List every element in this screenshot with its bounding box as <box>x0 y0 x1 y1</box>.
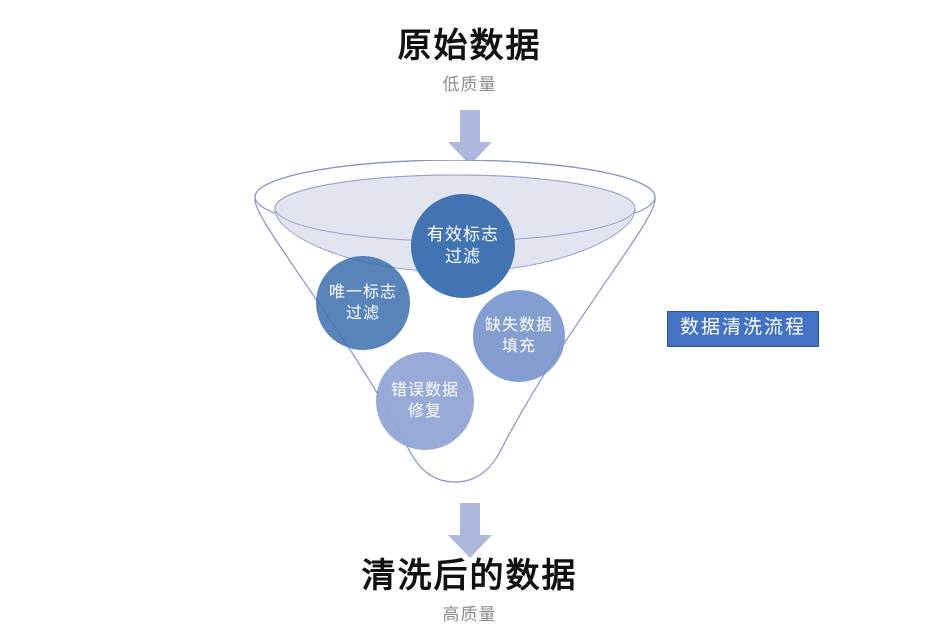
raw-data-title: 原始数据 <box>397 27 542 65</box>
process-label-badge: 数据清洗流程 <box>667 311 820 347</box>
bubble-error-data-line1: 错误数据 <box>390 381 459 399</box>
raw-data-title-block: 原始数据 低质量 <box>0 27 939 95</box>
bubble-missing-data-fill[interactable]: 缺失数据 填充 <box>473 290 565 382</box>
down-arrow-icon-bottom <box>447 503 493 559</box>
raw-data-subtitle: 低质量 <box>442 75 497 95</box>
cleaned-data-title-block: 清洗后的数据 高质量 <box>0 557 939 625</box>
bubble-missing-data-line1: 缺失数据 <box>484 316 553 334</box>
bubble-valid-flag-line2: 过滤 <box>445 247 481 266</box>
bubble-unique-flag-line1: 唯一标志 <box>328 283 397 301</box>
down-arrow-icon-top <box>447 110 493 166</box>
bubble-unique-flag-line2: 过滤 <box>345 305 380 322</box>
cleaned-data-title: 清洗后的数据 <box>361 557 578 595</box>
bubble-valid-flag-line1: 有效标志 <box>427 224 499 244</box>
bubble-missing-data-line2: 填充 <box>501 338 536 355</box>
cleaned-data-subtitle: 高质量 <box>442 605 497 625</box>
bubble-valid-flag-filter[interactable]: 有效标志 过滤 <box>411 194 515 298</box>
bubble-unique-flag-filter[interactable]: 唯一标志 过滤 <box>316 256 410 350</box>
bubble-error-data-line2: 修复 <box>407 403 442 420</box>
bubble-error-data-repair[interactable]: 错误数据 修复 <box>376 352 474 450</box>
